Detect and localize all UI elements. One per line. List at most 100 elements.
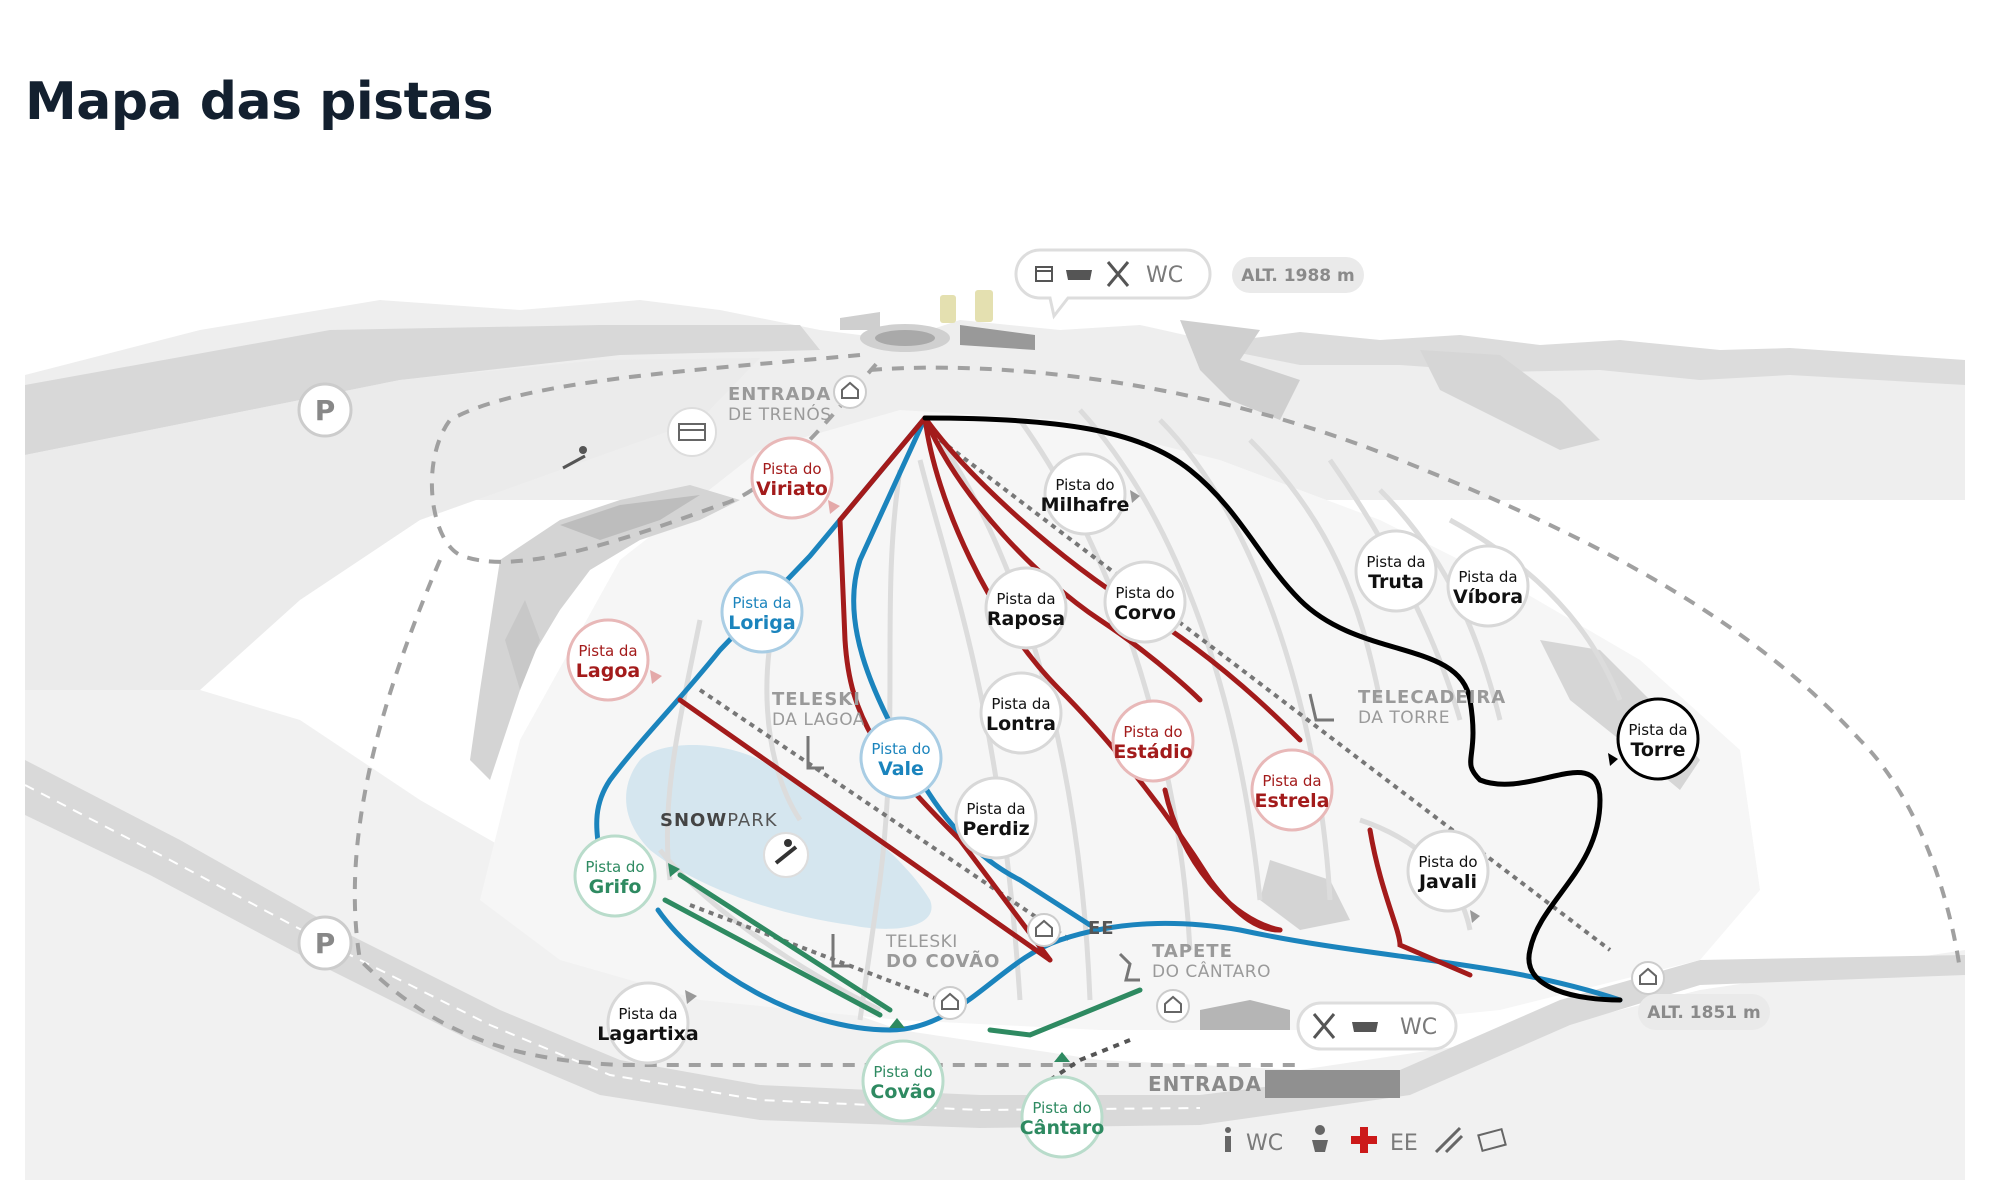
teleski-lagoa-sublabel: DA LAGOA <box>772 710 865 730</box>
slope-lines <box>594 415 1623 1038</box>
chairlift-icon <box>1308 693 1334 722</box>
teleski-covao-label: TELESKI <box>885 932 958 952</box>
services-top[interactable]: WC <box>1014 248 1212 320</box>
svg-text:SNOWPARK: SNOWPARK <box>660 810 778 831</box>
slope-prefix: Pista da <box>1628 721 1687 739</box>
entrada-trenos-label: ENTRADA <box>728 384 831 405</box>
slope-name: Torre <box>1630 739 1685 761</box>
slope-marker-circle <box>1250 748 1334 832</box>
slope-prefix: Pista da <box>1458 568 1517 586</box>
legend-wc: WC <box>1246 1131 1283 1156</box>
tapete-icon <box>1118 952 1140 982</box>
house-icon <box>1156 989 1190 1023</box>
altitude-bottom-label: ALT. 1851 m <box>1647 1003 1761 1023</box>
slope-marker-circle <box>606 981 690 1065</box>
altitude-top-label: ALT. 1988 m <box>1241 266 1355 286</box>
altitude-top: ALT. 1988 m <box>1232 257 1364 293</box>
slope-prefix: Pista da <box>618 1005 677 1023</box>
slope-name: Loriga <box>728 612 795 634</box>
slope-marker-circle <box>861 1039 945 1123</box>
slope-prefix: Pista da <box>966 800 1025 818</box>
slope-prefix: Pista da <box>1262 772 1321 790</box>
slope-name: Lagoa <box>576 660 640 682</box>
slope-name: Viriato <box>756 478 828 500</box>
dashed-roads <box>352 353 1962 1082</box>
area-labels: ENTRADA DE TRENÓS TELESKI DA LAGOA TELEC… <box>660 384 1506 1096</box>
slope-marker-circle <box>1446 544 1530 628</box>
slope-name: Raposa <box>987 608 1065 630</box>
slope-name: Estádio <box>1113 741 1192 763</box>
snowpark-bold: SNOW <box>660 810 727 831</box>
legend-ee: EE <box>1390 1131 1418 1156</box>
house-icon <box>833 375 867 409</box>
house-icon <box>1631 961 1665 995</box>
slope-prefix: Pista da <box>991 695 1050 713</box>
slope-prefix: Pista do <box>1115 584 1174 602</box>
services-bottom-wc: WC <box>1400 1015 1437 1040</box>
snowpark-light: PARK <box>727 810 778 831</box>
slope-marker-circle <box>750 436 834 520</box>
slope-marker-circle <box>1103 560 1187 644</box>
slope-prefix: Pista da <box>732 594 791 612</box>
ee-label: EE <box>1088 918 1115 939</box>
slope-prefix: Pista do <box>871 740 930 758</box>
slope-marker-circle <box>1020 1075 1104 1159</box>
slope-marker-circle <box>1616 697 1700 781</box>
teleski-icon <box>831 934 849 968</box>
entrada-building <box>1265 1070 1400 1098</box>
parking-bottom[interactable]: P <box>297 915 353 971</box>
slope-name: Perdiz <box>962 818 1029 840</box>
slope-name: Milhafre <box>1041 494 1130 516</box>
slope-marker-circle <box>984 566 1068 650</box>
slope-marker-circle <box>859 716 943 800</box>
cutlery-icon <box>1106 261 1130 287</box>
telecadeira-torre-label: TELECADEIRA <box>1358 687 1506 708</box>
arrow-markers <box>650 490 1618 1062</box>
slope-name: Grifo <box>589 876 642 898</box>
slope-marker-circle <box>573 834 657 918</box>
slope-marker-circle <box>1406 829 1490 913</box>
slope-name: Truta <box>1368 571 1424 593</box>
slope-name: Javali <box>1417 871 1477 893</box>
house-icon <box>933 986 967 1020</box>
telecadeira-torre-sublabel: DA TORRE <box>1358 708 1450 728</box>
parking-top[interactable]: P <box>297 382 353 438</box>
parking-label: P <box>315 394 336 427</box>
baby-icon <box>1312 1125 1328 1152</box>
ticket-icon <box>1477 1127 1507 1153</box>
entrada-label: ENTRADA <box>1148 1072 1262 1096</box>
slope-prefix: Pista da <box>578 642 637 660</box>
cutlery-icon <box>1312 1013 1336 1039</box>
gift-icon <box>1035 266 1053 282</box>
house-icon <box>1027 913 1061 947</box>
snowboard-icon <box>763 832 809 878</box>
teleski-covao-sublabel: DO COVÃO <box>886 949 1000 972</box>
slope-marker-circle <box>954 776 1038 860</box>
page-title: Mapa das pistas <box>25 72 494 132</box>
coffee-icon <box>1066 270 1092 280</box>
entrada-trenos-sublabel: DE TRENÓS <box>728 403 832 425</box>
slope-marker-circle <box>1043 452 1127 536</box>
teleski-lagoa-label: TELESKI <box>772 689 861 710</box>
slope-name: Covão <box>870 1081 935 1103</box>
services-bottom-right[interactable]: WC <box>1296 1001 1458 1051</box>
